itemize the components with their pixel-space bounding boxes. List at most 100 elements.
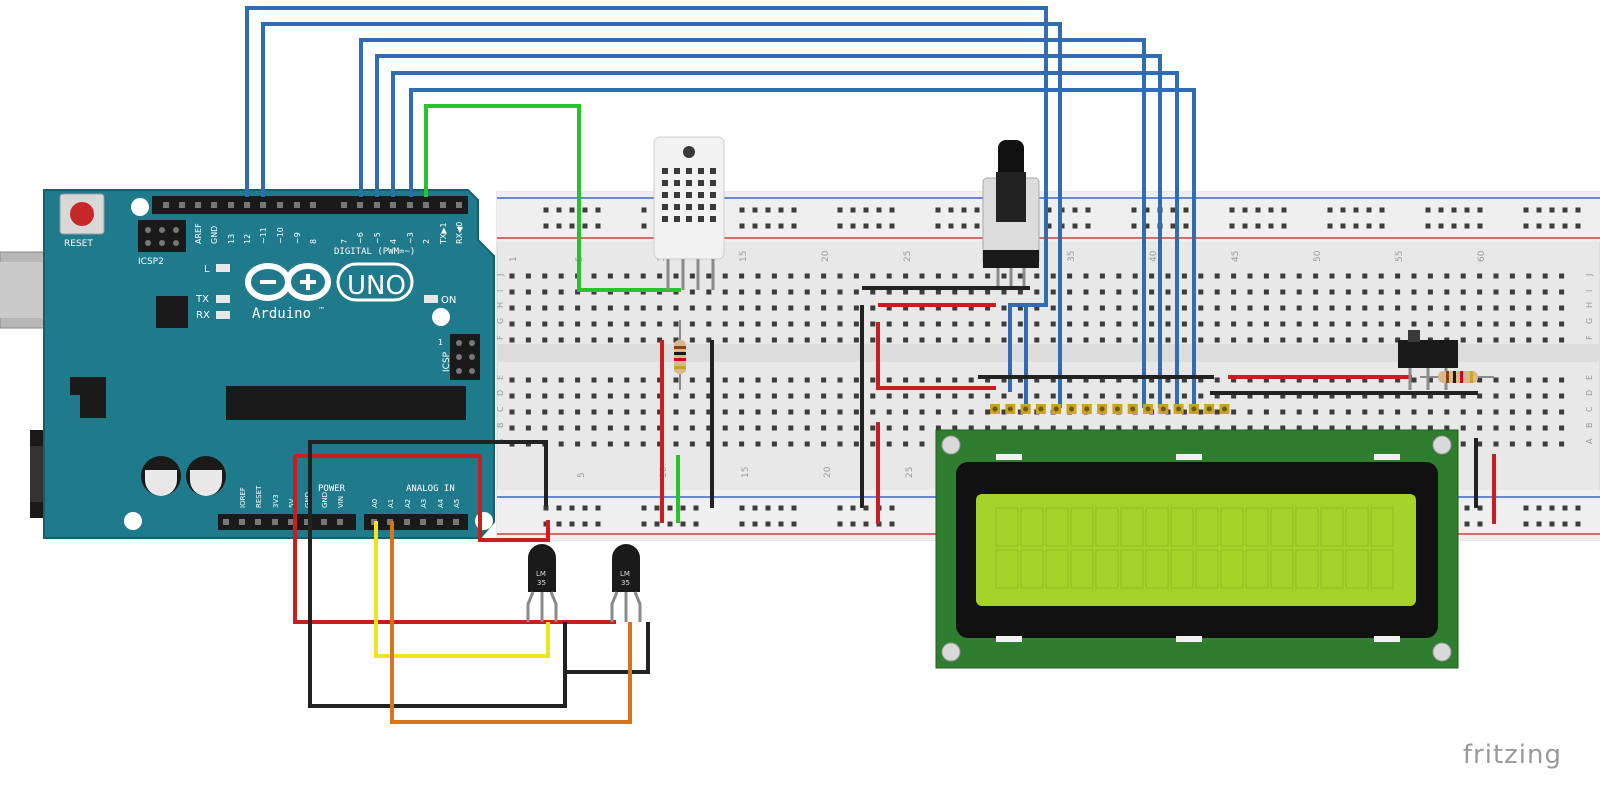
svg-text:C: C [1585, 406, 1594, 412]
bb-bcol-20: 20 [823, 466, 833, 478]
digital-pin-label: ~6 [356, 232, 365, 244]
svg-text:D: D [1585, 390, 1594, 396]
dht-sensor [653, 136, 725, 290]
bottom-pin-label: A5 [453, 499, 461, 508]
bb-col-35: 35 [1067, 251, 1077, 262]
bottom-pin-label: RESET [255, 485, 263, 508]
digital-pin-label: 2 [422, 239, 431, 244]
svg-text:F: F [1585, 335, 1594, 340]
svg-text:I: I [496, 290, 505, 292]
atmega-chip [226, 386, 466, 420]
wire-gnd-black-lm35 [308, 521, 650, 708]
rx-led [216, 311, 230, 319]
analog-header [364, 514, 468, 530]
bottom-pin-label: A3 [420, 499, 428, 508]
svg-text:LM: LM [620, 570, 630, 578]
bottom-pin-label: IOREF [239, 487, 247, 508]
bb-col-20: 20 [821, 250, 831, 262]
svg-text:A: A [1585, 438, 1594, 444]
reset-button-cap[interactable] [70, 202, 94, 226]
reset-label: RESET [64, 239, 93, 249]
digital-pin-label: ~10 [276, 227, 285, 244]
wire-pin11 [261, 22, 1062, 408]
digital-pin-label: ~11 [259, 227, 268, 244]
svg-text:G: G [1585, 318, 1594, 324]
svg-text:B: B [496, 423, 505, 429]
lm35-sensor-1: LM 35 [526, 544, 558, 622]
icsp2-label: ICSP2 [138, 257, 164, 267]
icsp-label: ICSP [442, 351, 452, 372]
lcd-pins [990, 404, 1230, 414]
lm35-sensor-2: LM 35 [610, 544, 642, 622]
bottom-pin-label: A4 [437, 498, 445, 508]
wire-pin12 [245, 6, 1048, 392]
svg-text:LM: LM [536, 570, 546, 578]
bottom-pin-label: A2 [404, 499, 412, 508]
digital-pin-label: 4 [389, 239, 398, 244]
svg-text:I: I [1585, 290, 1594, 292]
bb-bcol-25: 25 [905, 467, 915, 478]
digital-pin-label: ~9 [293, 232, 302, 244]
icsp-header [450, 334, 480, 380]
bottom-pin-label: GND [321, 492, 329, 508]
svg-text:B: B [1585, 423, 1594, 429]
on-led-label: ON [441, 295, 456, 306]
pullup-resistor [674, 320, 686, 390]
svg-text:H: H [1585, 302, 1594, 308]
wire-pin3 [391, 71, 1179, 408]
bb-bcol-5: 5 [577, 472, 587, 478]
bb-col-40: 40 [1149, 250, 1159, 262]
svg-text:J: J [496, 274, 505, 277]
svg-text:D: D [496, 390, 505, 396]
bottom-pin-holes [223, 519, 459, 525]
digital-pin-label: TX▶1 [439, 222, 448, 245]
arduino-logo [245, 262, 414, 302]
svg-text:35: 35 [537, 579, 546, 587]
digital-pin-label: GND [210, 226, 219, 244]
blue-wires [245, 6, 1196, 410]
bottom-pin-label: A1 [387, 499, 395, 508]
digital-label: DIGITAL (PWM=~) [334, 247, 415, 257]
digital-pin-label: 12 [243, 234, 252, 244]
bottom-pin-label: 5V [288, 499, 296, 508]
wire-5v-red-lm35 [293, 521, 616, 624]
svg-text:E: E [1585, 375, 1594, 380]
fritzing-watermark: fritzing [1462, 740, 1562, 770]
svg-text:35: 35 [621, 579, 630, 587]
digital-pin-label: ~3 [406, 232, 415, 244]
digital-pin-label: 7 [340, 239, 349, 244]
digital-pin-label: ~5 [373, 232, 382, 244]
voltage-regulator [70, 377, 106, 395]
wire-pin2 [409, 88, 1196, 408]
power-label: POWER [318, 484, 346, 494]
bottom-pin-label: 3V3 [272, 494, 280, 508]
bb-bcol-15: 15 [741, 467, 751, 478]
digital-pin-label: AREF [194, 223, 203, 244]
icsp-pin1-label: 1 [438, 338, 443, 347]
bb-col-45: 45 [1231, 251, 1241, 262]
lcd-16x2 [935, 404, 1459, 669]
bb-col-50: 50 [1313, 250, 1323, 262]
power-header [218, 514, 356, 530]
capacitor-2 [186, 456, 226, 496]
svg-text:J: J [1585, 274, 1594, 277]
digital-pin-label: 8 [309, 239, 318, 244]
svg-text:H: H [496, 302, 505, 308]
wire-a0-yellow [374, 521, 550, 658]
bottom-pin-label: A0 [371, 499, 379, 508]
small-ic [156, 296, 188, 328]
wire-pin4 [375, 54, 1162, 408]
bb-col-60: 60 [1477, 250, 1487, 262]
icsp2-header [138, 220, 186, 252]
digital-pin-holes [163, 202, 462, 208]
rx-led-label: RX [196, 310, 210, 321]
bb-col-55: 55 [1395, 251, 1405, 262]
svg-text:F: F [496, 335, 505, 340]
bb-col-1: 1 [509, 256, 519, 262]
wire-a1-orange [390, 521, 632, 724]
slide-switch [1398, 330, 1458, 390]
svg-text:C: C [496, 406, 505, 412]
